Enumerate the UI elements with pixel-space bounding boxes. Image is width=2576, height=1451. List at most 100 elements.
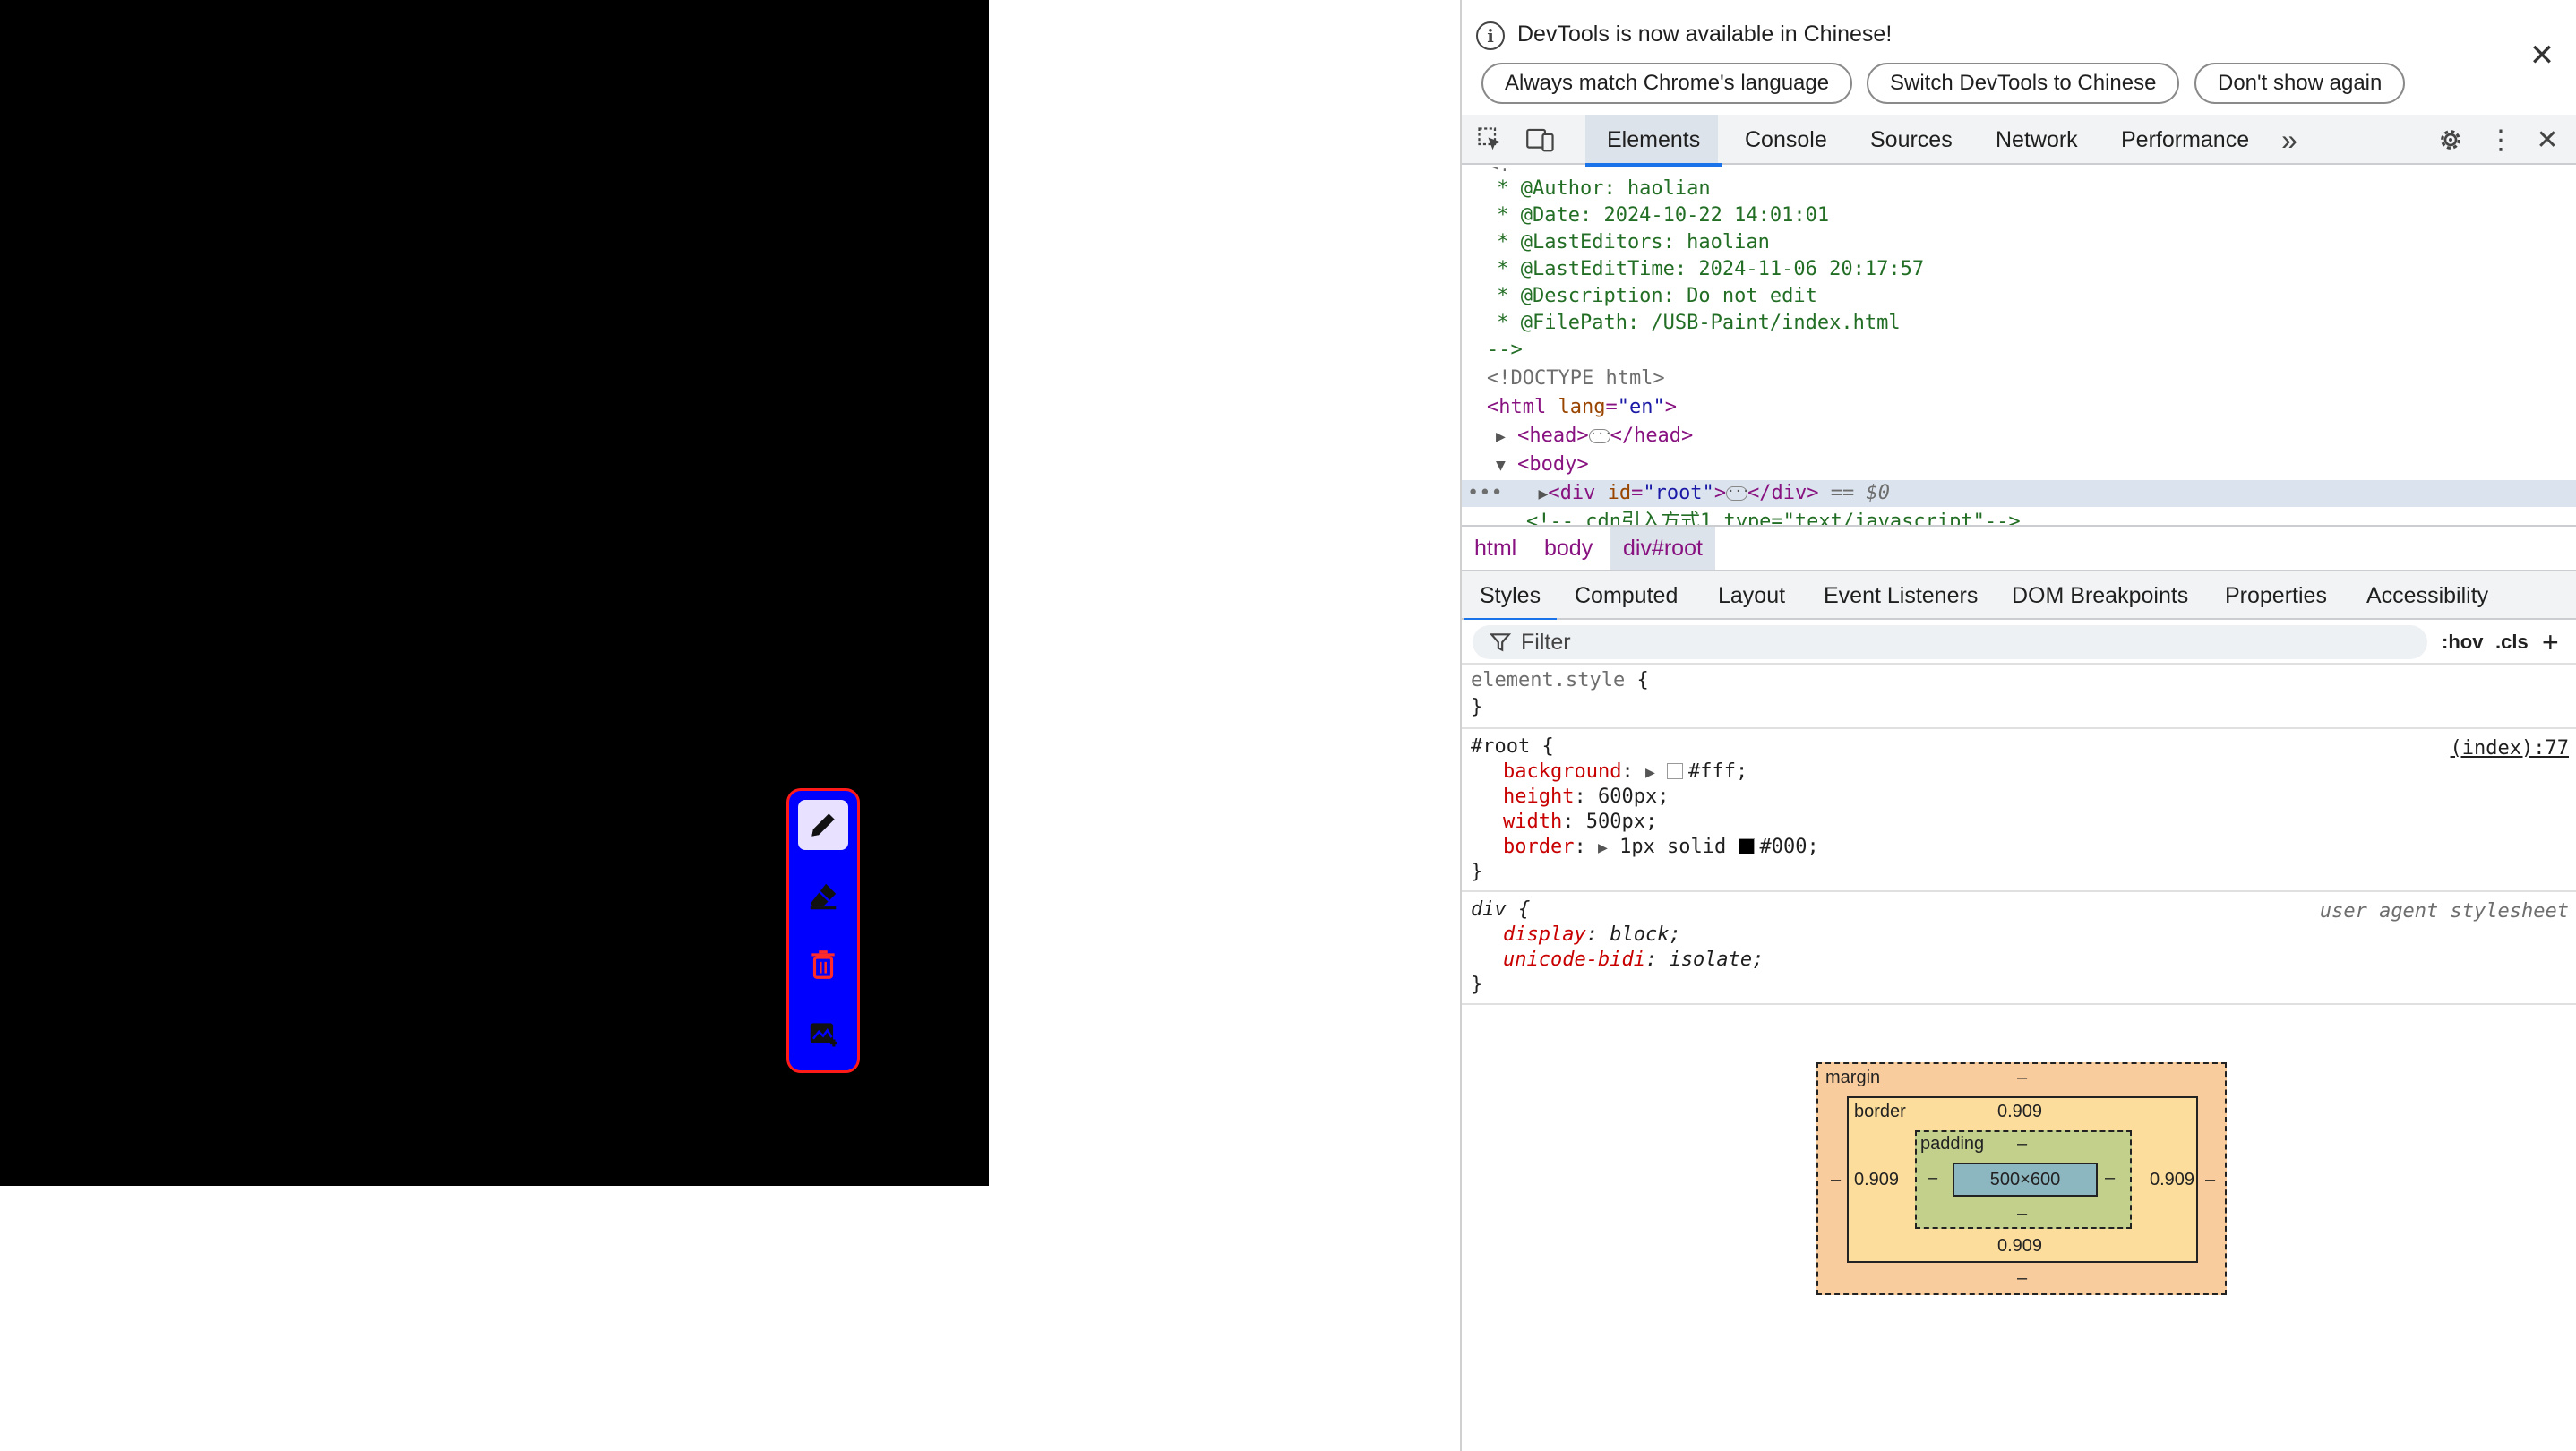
tab-network[interactable]: Network [1996,126,2078,152]
gear-icon[interactable] [2434,124,2467,156]
border-bottom-value[interactable]: 0.909 [1997,1236,2043,1256]
tab-dom-breakpoints[interactable]: DOM Breakpoints [2012,582,2189,608]
css-property[interactable]: height: 600px; [1503,786,1670,808]
filter-input[interactable] [1521,627,2408,657]
margin-bottom-value[interactable]: – [2017,1268,2028,1288]
user-agent-source: user agent stylesheet [2319,900,2569,923]
dom-comment-line: * @Date: 2024-10-22 14:01:01 [1485,204,1830,227]
dom-html-node[interactable]: <html lang="en"> [1487,396,1677,418]
breadcrumb-div-root[interactable]: div#root [1610,527,1715,570]
filter-box[interactable] [1473,625,2427,659]
collapsed-ellipsis-icon[interactable]: ··· [1588,427,1612,443]
css-property[interactable]: width: 500px; [1503,811,1658,833]
tab-elements[interactable]: Elements [1584,115,1722,167]
kebab-menu-icon[interactable]: ⋮ [2487,124,2514,155]
div-attr-value: "root" [1643,482,1714,504]
tab-sources[interactable]: Sources [1870,126,1953,152]
html-attr: lang [1558,396,1606,418]
color-swatch[interactable] [1667,763,1684,779]
devtools-panel: i DevTools is now available in Chinese! … [1460,0,2576,1451]
pencil-tool-button[interactable] [798,800,848,850]
head-close-tag: </head> [1610,425,1694,447]
close-icon[interactable]: ✕ [2529,39,2555,73]
color-swatch[interactable] [1738,838,1755,854]
more-tabs-icon[interactable]: » [2281,123,2297,156]
inspect-element-icon[interactable] [1474,124,1507,156]
dom-div-root-node[interactable]: ••• ▶<div id="root">···</div> == $0 [1462,480,2576,507]
breadcrumb-html[interactable]: html [1474,535,1517,561]
collapse-triangle-icon[interactable]: ▼ [1496,456,1506,475]
filter-icon [1489,633,1512,652]
paint-toolbar [786,788,860,1073]
breadcrumb-body[interactable]: body [1544,535,1593,561]
border-top-value[interactable]: 0.909 [1997,1102,2043,1121]
padding-left-value[interactable]: – [1928,1168,1938,1188]
cls-toggle[interactable]: .cls [2495,631,2529,653]
div-attr: id [1607,482,1632,504]
hov-toggle[interactable]: :hov [2442,631,2484,653]
css-property[interactable]: background: ▶ #fff; [1503,760,1748,783]
tab-properties[interactable]: Properties [2225,582,2327,608]
dont-show-again-button[interactable]: Don't show again [2194,63,2406,104]
switch-to-chinese-button[interactable]: Switch DevTools to Chinese [1867,63,2180,104]
rule-close-brace: } [1471,974,1483,996]
dom-head-node[interactable]: ▶ <head>···</head> [1496,423,2576,450]
padding-right-value[interactable]: – [2105,1168,2116,1188]
tab-computed[interactable]: Computed [1575,582,1679,608]
new-rule-icon[interactable]: + [2542,625,2559,658]
tab-layout[interactable]: Layout [1718,582,1786,608]
box-model-diagram: margin – – – – border 0.909 0.909 0.909 … [1816,1062,2227,1295]
clear-canvas-button[interactable] [798,940,848,990]
styles-subtabs: Styles Computed Layout Event Listeners D… [1462,570,2576,622]
save-image-button[interactable] [798,1009,848,1060]
margin-left-value[interactable]: – [1831,1170,1842,1189]
css-property[interactable]: border: ▶ 1px solid #000; [1503,836,1819,858]
rule-close-brace: } [1471,861,1483,883]
html-attr-value: "en" [1617,396,1665,418]
dom-doctype: <!DOCTYPE html> [1487,367,1665,390]
rule-close-brace: } [1471,696,1483,718]
device-toolbar-icon[interactable] [1524,124,1557,156]
close-devtools-icon[interactable]: ✕ [2536,124,2559,155]
styles-filter-row: :hov .cls + [1462,620,2576,665]
box-model-padding: padding – – – – 500×600 [1915,1130,2132,1229]
border-right-value[interactable]: 0.909 [2150,1170,2195,1189]
expand-triangle-icon[interactable]: ▶ [1538,485,1549,503]
tab-accessibility[interactable]: Accessibility [2366,582,2489,608]
element-style-rule[interactable]: element.style { } [1462,665,2576,729]
div-ua-rule[interactable]: div { user agent stylesheet display: blo… [1462,894,2576,1005]
language-infobar: i DevTools is now available in Chinese! … [1462,0,2576,115]
dom-comment-line: * @Description: Do not edit [1485,285,1817,307]
border-left-value[interactable]: 0.909 [1854,1170,1900,1189]
root-rule[interactable]: #root { (index):77 background: ▶ #fff; h… [1462,731,2576,892]
dom-comment-open: <!-- [1487,167,2576,179]
margin-top-value[interactable]: – [2017,1068,2028,1087]
content-size[interactable]: 500×600 [1953,1163,2098,1197]
info-icon: i [1476,21,1505,50]
infobar-message: DevTools is now available in Chinese! [1517,21,1893,47]
margin-label: margin [1825,1068,1881,1087]
div-close-tag: </div> [1747,482,1819,504]
selected-marker: == $0 [1830,482,1891,504]
dom-body-node[interactable]: ▼ <body> [1496,451,2576,478]
eraser-tool-button[interactable] [798,871,848,922]
tab-styles[interactable]: Styles [1463,571,1558,622]
margin-right-value[interactable]: – [2205,1170,2216,1189]
dom-comment-line: * @LastEditors: haolian [1485,231,1770,253]
tab-performance[interactable]: Performance [2121,126,2250,152]
padding-bottom-value[interactable]: – [2017,1204,2028,1223]
root-selector: #root { [1471,735,1554,758]
row-menu-icon[interactable]: ••• [1467,482,1503,504]
dom-comment-line: * @FilePath: /USB-Paint/index.html [1485,312,1901,334]
collapsed-ellipsis-icon[interactable]: ··· [1726,485,1750,501]
tab-console[interactable]: Console [1745,126,1827,152]
always-match-language-button[interactable]: Always match Chrome's language [1481,63,1853,104]
head-open-tag: <head> [1517,425,1589,447]
breadcrumb: html body div#root [1462,525,2576,570]
devtools-main-tabs: Elements Console Sources Network Perform… [1462,115,2576,167]
dom-tree[interactable]: <!-- * @Author: haolian * @Date: 2024-10… [1462,167,2576,525]
tab-event-listeners[interactable]: Event Listeners [1824,582,1979,608]
padding-top-value[interactable]: – [2017,1134,2028,1154]
expand-triangle-icon[interactable]: ▶ [1496,427,1506,446]
root-rule-source-link[interactable]: (index):77 [2450,737,2569,760]
